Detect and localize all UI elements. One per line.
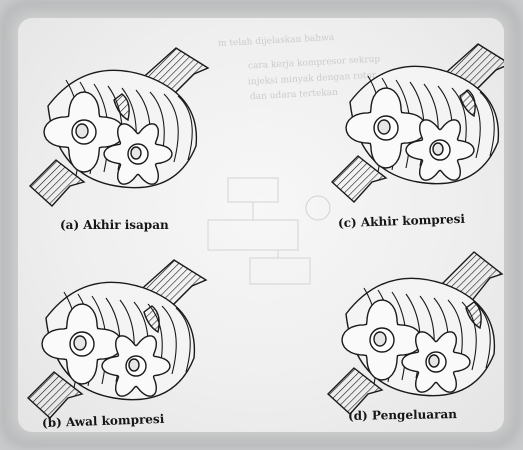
rotor-illustration-0 — [26, 36, 216, 216]
rotor-illustration-2 — [328, 32, 504, 212]
figure-b — [24, 248, 214, 428]
figure-a — [26, 36, 216, 216]
rotor-illustration-3 — [324, 244, 504, 424]
figure-caption-c: (c) Akhir kompresi — [338, 212, 465, 230]
photo-frame: m telah dijelaskan bahwa cara kerja komp… — [4, 4, 517, 444]
scanned-page: m telah dijelaskan bahwa cara kerja komp… — [18, 18, 504, 432]
figure-caption-d: (d) Pengeluaran — [348, 407, 457, 423]
bleed-through-diagram — [198, 168, 348, 298]
rotor-illustration-1 — [24, 248, 214, 428]
figure-c — [328, 32, 504, 212]
figure-d — [324, 244, 504, 424]
figure-caption-a: (a) Akhir isapan — [60, 218, 169, 232]
bleed-text-4: dan udara tertekan — [250, 88, 339, 104]
bleed-text-1: m telah dijelaskan bahwa — [218, 33, 335, 50]
